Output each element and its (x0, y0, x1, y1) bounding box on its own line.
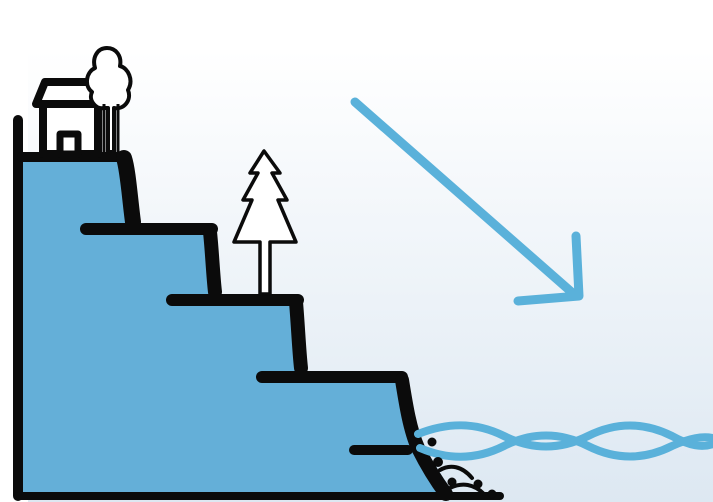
coastal-erosion-diagram (0, 0, 713, 502)
